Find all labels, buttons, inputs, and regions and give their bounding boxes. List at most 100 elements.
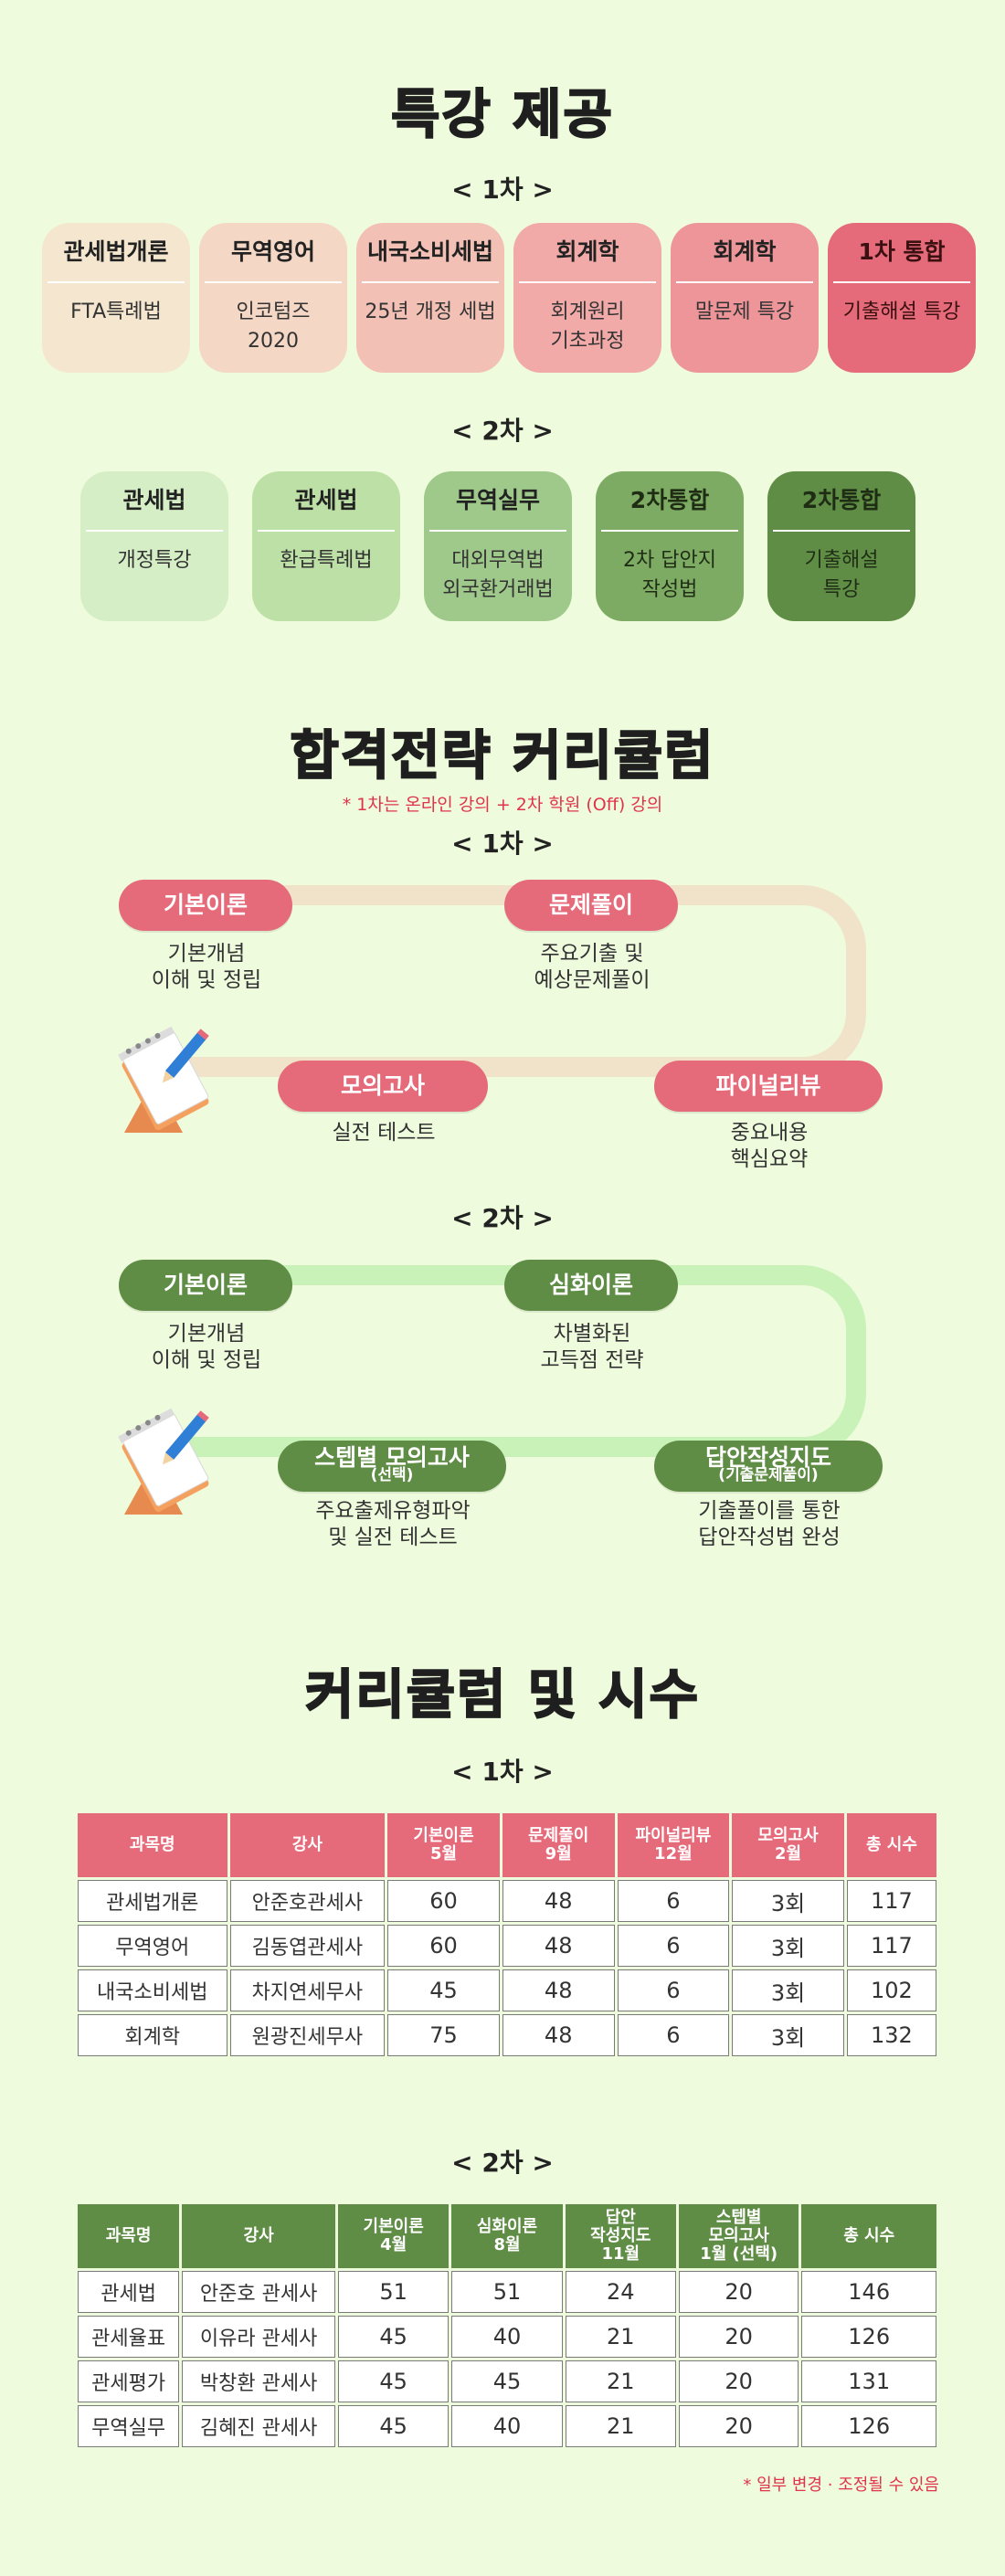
table-cell: 117 [846, 1925, 936, 1967]
curriculum-round1-label: < 1차 > [451, 1757, 554, 1787]
table-cell: 48 [502, 1880, 615, 1922]
table-cell: 6 [617, 1969, 730, 2011]
special-card-body: 대외무역법 외국환거래법 [442, 549, 554, 601]
table-cell: 회계학 [78, 2014, 227, 2056]
table-cell: 24 [565, 2271, 676, 2313]
table-cell: 내국소비세법 [78, 1969, 227, 2011]
special-card-title: 회계학 [713, 238, 777, 265]
special-card-divider [676, 281, 813, 283]
special-card-divider [205, 281, 342, 283]
table-cell: 6 [617, 2014, 730, 2056]
special-card-divider [48, 281, 185, 283]
table-cell: 48 [502, 1925, 615, 1967]
curriculum-round2-label: < 2차 > [451, 2148, 554, 2178]
table-cell: 40 [451, 2316, 563, 2358]
special-card-title: 2차통합 [801, 487, 882, 513]
table-header-cell: 강사 [182, 2204, 336, 2268]
table-header-cell: 과목명 [78, 1813, 227, 1877]
special-card-title: 관세법 [294, 487, 358, 513]
table-cell: 6 [617, 1925, 730, 1967]
table-cell: 40 [451, 2405, 563, 2447]
table-header-cell: 문제풀이 9월 [502, 1813, 615, 1877]
table-cell: 126 [801, 2316, 936, 2358]
table-cell: 20 [678, 2271, 799, 2313]
table-cell: 75 [387, 2014, 500, 2056]
strategy-note: * 1차는 온라인 강의 + 2차 학원 (Off) 강의 [342, 795, 663, 815]
special-card-body: 개정특강 [117, 549, 192, 572]
table-cell: 45 [338, 2405, 450, 2447]
table-cell: 김동엽관세사 [229, 1925, 386, 1967]
special-card-title: 무역영어 [230, 238, 315, 265]
table-header-cell: 강사 [229, 1813, 386, 1877]
special-card-divider [773, 530, 910, 532]
r1-step-mock: 모의고사 [278, 1061, 488, 1112]
special-card-divider [86, 530, 223, 532]
table-cell: 원광진세무사 [229, 2014, 386, 2056]
special-card-title: 내국소비세법 [366, 238, 493, 265]
table-cell: 관세율표 [78, 2316, 180, 2358]
r2-step-answer-desc: 기출풀이를 통한 답안작성법 완성 [698, 1499, 841, 1549]
special-card-title: 관세법개론 [63, 238, 169, 265]
strategy-round1-label: < 1차 > [451, 829, 554, 859]
table-cell: 이유라 관세사 [182, 2316, 336, 2358]
table-header-cell: 스텝별 모의고사 1월 (선택) [678, 2204, 799, 2268]
special-card-divider [258, 530, 395, 532]
special-card-title: 무역실무 [455, 487, 540, 513]
table-cell: 3회 [732, 1925, 844, 1967]
r2-step-mock: 스텝별 모의고사 (선택) [278, 1441, 506, 1492]
table-cell: 차지연세무사 [229, 1969, 386, 2011]
table-cell: 3회 [732, 2014, 844, 2056]
table-cell: 45 [338, 2316, 450, 2358]
strategy-round2-label: < 2차 > [451, 1203, 554, 1233]
table-cell: 무역실무 [78, 2405, 180, 2447]
special-card-body: 회계원리 기초과정 [550, 301, 625, 353]
special-card-title: 회계학 [555, 238, 619, 265]
table-cell: 131 [801, 2360, 936, 2402]
table-cell: 126 [801, 2405, 936, 2447]
table-cell: 20 [678, 2360, 799, 2402]
table-cell: 20 [678, 2405, 799, 2447]
r2-step-answer-label: 답안작성지도 [704, 1444, 831, 1471]
r2-step-mock-sub: (선택) [370, 1466, 414, 1484]
table-cell: 20 [678, 2316, 799, 2358]
r1-step-problem-desc: 주요기출 및 예상문제풀이 [534, 942, 651, 992]
r2-step-mock-label: 스텝별 모의고사 [314, 1444, 470, 1471]
table-header-cell: 모의고사 2월 [732, 1813, 844, 1877]
r1-step-final-desc: 중요내용 핵심요약 [730, 1121, 809, 1171]
table-cell: 60 [387, 1880, 500, 1922]
special-round2-label: < 2차 > [451, 416, 554, 446]
special-round1-label: < 1차 > [451, 174, 554, 205]
table-header-cell: 과목명 [78, 2204, 180, 2268]
table-cell: 안준호관세사 [229, 1880, 386, 1922]
notepad-icon [118, 1408, 209, 1515]
special-card-body: 2차 답안지 작성법 [623, 549, 716, 601]
r1-step-mock-desc: 실전 테스트 [332, 1121, 436, 1145]
table-header-cell: 기본이론 5월 [387, 1813, 500, 1877]
special-card-body: 기출해설 특강 [842, 301, 961, 323]
special-card-title: 1차 통합 [858, 238, 946, 265]
special-card-body: 말문제 특강 [694, 301, 795, 323]
table-cell: 관세법개론 [78, 1880, 227, 1922]
table-cell: 3회 [732, 1969, 844, 2011]
r2-step-advanced-desc: 차별화된 고득점 전략 [540, 1322, 644, 1372]
table-cell: 김혜진 관세사 [182, 2405, 336, 2447]
r1-step-problem: 문제풀이 [504, 880, 678, 931]
table-cell: 45 [451, 2360, 563, 2402]
special-card-body: 기출해설 특강 [804, 549, 879, 601]
notepad-icon [118, 1026, 209, 1133]
r2-step-basic: 기본이론 [119, 1260, 292, 1311]
table-cell: 48 [502, 2014, 615, 2056]
